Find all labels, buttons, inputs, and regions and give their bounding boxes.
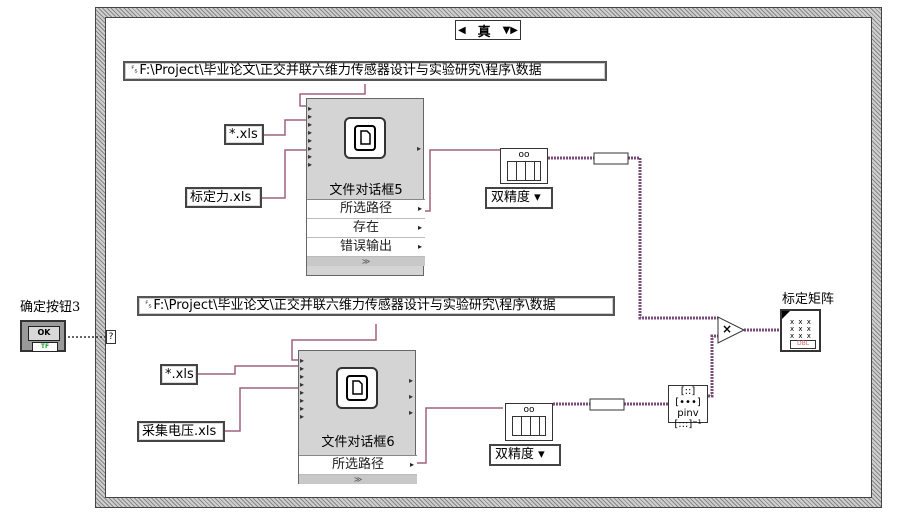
bottom-read-spreadsheet-node[interactable]: oo	[505, 403, 553, 441]
node-output-rows: 所选路径▸ 存在▸ 错误输出▸ ≫	[307, 199, 425, 266]
case-structure-frame	[96, 8, 881, 507]
glasses-icon: oo	[523, 405, 535, 415]
top-type-dropdown[interactable]: 双精度 ▾	[485, 187, 553, 209]
bottom-pattern-constant[interactable]: *.xls	[160, 364, 198, 385]
row-exists[interactable]: 存在▸	[307, 219, 425, 238]
dropdown-arrow-icon[interactable]: ▼▶	[502, 24, 518, 36]
pseudo-inverse-node[interactable]: [::] [•••] pinv [:::]⁻¹	[668, 385, 708, 430]
wire-pinv-out	[708, 334, 718, 398]
wire-top-array-b	[628, 156, 718, 320]
decrement-arrow-icon[interactable]: ◀	[458, 24, 466, 36]
spreadsheet-icon	[507, 161, 541, 181]
case-selector-terminal[interactable]: ?	[106, 330, 116, 344]
input-terminals: ▸▸▸▸▸▸▸▸	[300, 356, 305, 421]
output-terminal: ▸	[416, 144, 421, 153]
boolean-type-tag: TF	[32, 342, 58, 352]
bottom-path-constant[interactable]: ␜F:\Project\毕业论文\正交并联六维力传感器设计与实验研究\程序\数据	[137, 296, 615, 316]
top-default-name-constant[interactable]: 标定力.xls	[185, 187, 262, 208]
type-tag: DBL	[790, 340, 816, 349]
ok-button-caption: OK	[28, 326, 60, 341]
pinv-line1: [::] [•••]	[675, 386, 701, 408]
file-dialog-node-6[interactable]: ▸▸▸▸▸▸▸▸ ▸▸▸ 文件对话框6 所选路径▸ ≫	[298, 350, 417, 484]
expand-chevron-icon[interactable]: ≫	[299, 475, 417, 484]
top-array-indexer	[593, 152, 629, 165]
case-selector[interactable]: ◀ 真 ▼▶	[455, 20, 521, 40]
wire-top-pattern	[264, 119, 306, 136]
corner-mark-icon	[782, 311, 790, 319]
bottom-default-name-constant[interactable]: 采集电压.xls	[137, 421, 225, 442]
row-error-out[interactable]: 错误输出▸	[307, 238, 425, 257]
node-output-rows: 所选路径▸ ≫	[299, 455, 417, 484]
glasses-icon: oo	[518, 150, 530, 160]
expand-chevron-icon[interactable]: ≫	[307, 257, 425, 266]
wire-bottom-default	[225, 387, 300, 432]
top-path-constant[interactable]: ␜F:\Project\毕业论文\正交并联六维力传感器设计与实验研究\程序\数据	[123, 61, 607, 81]
top-read-spreadsheet-node[interactable]: oo	[500, 148, 548, 184]
chevron-down-icon: ▾	[538, 447, 545, 462]
output-terminal: ▸▸▸	[408, 376, 413, 417]
node-title: 文件对话框5	[329, 183, 403, 198]
path-icon: ␜	[129, 63, 140, 78]
input-terminals: ▸▸▸▸▸▸▸▸	[308, 104, 313, 169]
file-dialog-icon	[344, 117, 386, 159]
file-dialog-icon	[336, 367, 378, 409]
row-selected-path[interactable]: 所选路径▸	[299, 456, 417, 475]
spreadsheet-icon	[512, 416, 546, 436]
case-selector-value: 真	[477, 24, 491, 40]
multiply-node	[717, 316, 746, 344]
multiply-symbol: ×	[722, 322, 733, 336]
file-dialog-node-5[interactable]: ▸▸▸▸▸▸▸▸ ▸ 文件对话框5 所选路径▸ 存在▸ 错误输出▸ ≫	[306, 98, 425, 276]
pinv-line3: [:::]⁻¹	[674, 419, 702, 430]
wire-top-default	[262, 149, 306, 199]
wire-bottom-path	[291, 324, 377, 361]
chevron-down-icon: ▾	[534, 190, 541, 205]
row-selected-path[interactable]: 所选路径▸	[307, 200, 425, 219]
top-pattern-constant[interactable]: *.xls	[224, 124, 264, 145]
ok-button-label: 确定按钮3	[20, 300, 81, 315]
wire-top-selected-path	[423, 149, 500, 212]
wire-top-path	[299, 84, 366, 107]
wire-bottom-selected-path	[415, 407, 503, 464]
pinv-line2: pinv	[677, 408, 699, 419]
bottom-type-dropdown[interactable]: 双精度 ▾	[489, 444, 561, 466]
result-indicator-label: 标定矩阵	[782, 292, 835, 307]
node-title: 文件对话框6	[321, 435, 395, 450]
path-icon: ␜	[143, 298, 154, 313]
ok-button-terminal[interactable]: OK TF	[20, 320, 66, 352]
wire-bottom-pattern	[198, 365, 300, 375]
bottom-array-indexer	[589, 398, 625, 411]
